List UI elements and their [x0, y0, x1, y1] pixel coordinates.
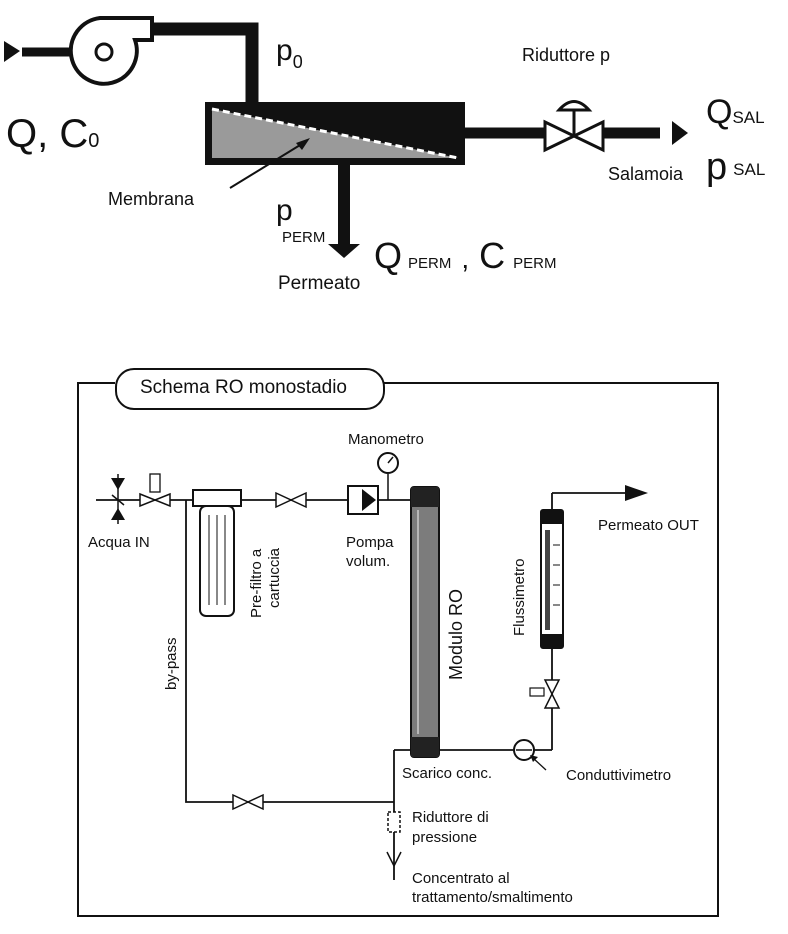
- permeato-out-label: Permeato OUT: [598, 517, 699, 534]
- acqua-in-label: Acqua IN: [88, 534, 150, 551]
- modulo-ro-text: Modulo RO: [446, 588, 466, 680]
- q-sal-q: Q: [706, 93, 733, 131]
- pressure-reducer-valve-icon: [543, 100, 605, 153]
- pump-icon: [68, 16, 154, 86]
- brine-arrow: [672, 121, 688, 145]
- feed-pipe: [150, 22, 259, 104]
- schema-title: Schema RO monostadio: [140, 377, 347, 398]
- frame: [77, 382, 719, 917]
- flowmeter-icon: [540, 509, 564, 649]
- p-perm-sub: PERM: [282, 229, 326, 246]
- pompa-label-2: volum.: [346, 553, 391, 570]
- conduttivimetro-label: Conduttivimetro: [566, 767, 672, 784]
- feed-q: Q,: [6, 112, 49, 156]
- bottom-schematic: [77, 368, 719, 917]
- p-perm-p: p: [276, 194, 293, 227]
- conductivity-meter-icon: [513, 739, 547, 771]
- permeato-label: Permeato: [278, 273, 361, 294]
- flussimetro-label: Flussimetro: [511, 558, 528, 636]
- riduttore-label: Riduttore p: [522, 45, 611, 65]
- prefiltro-label-1: Pre-filtro a: [248, 548, 265, 618]
- volumetric-pump-icon: [347, 485, 412, 515]
- pressure-reducer-icon: [386, 811, 402, 868]
- membrana-label: Membrana: [108, 189, 195, 209]
- bypass-valve-icon: [232, 793, 264, 811]
- p-sal-sub: SAL: [733, 160, 766, 179]
- p-sal-p: p: [706, 146, 728, 188]
- membrane-line: [211, 107, 459, 160]
- ro-module-icon: [410, 486, 440, 758]
- concentrato-label-1: Concentrato al: [412, 870, 510, 887]
- c-perm-sub: PERM: [513, 255, 557, 272]
- membrane-vessel: [205, 102, 465, 165]
- feed-c: C: [59, 112, 89, 156]
- q-perm-sub: PERM: [408, 255, 452, 272]
- p0-label: p0: [276, 34, 303, 72]
- prefiltro-label-2: cartuccia: [266, 547, 283, 608]
- riduttore-label-2: pressione: [412, 829, 478, 846]
- q-sal-sub: SAL: [732, 108, 765, 127]
- membrane-pointer-head: [296, 138, 310, 150]
- bypass-line: [185, 500, 394, 803]
- pompa-label-1: Pompa: [346, 534, 394, 551]
- top-schematic: [4, 16, 688, 258]
- p0-sub: 0: [292, 52, 303, 72]
- permeate-valve-icon: [529, 679, 561, 709]
- inlet-arrow: [4, 41, 20, 62]
- feed-c-sub: 0: [88, 130, 100, 152]
- q-perm-q: Q: [374, 235, 403, 276]
- scarico-label: Scarico conc.: [402, 765, 493, 782]
- title-box: [115, 368, 385, 410]
- concentrato-label-2: trattamento/smaltimento: [412, 889, 573, 906]
- manometer-icon: [377, 452, 399, 500]
- permeate-out-arrow: [625, 485, 648, 501]
- p0-p: p: [276, 34, 293, 67]
- membrane-pointer: [229, 141, 306, 189]
- p-sal-label: p SAL: [706, 146, 765, 188]
- manometro-label: Manometro: [348, 431, 424, 448]
- c-perm-c: C: [479, 235, 506, 276]
- feed-flow-label: Q, C0: [6, 114, 99, 154]
- prefilter-cartridge-icon: [192, 489, 242, 617]
- salamoia-label: Salamoia: [608, 164, 684, 184]
- inlet-valves-icon: [111, 473, 171, 524]
- feed-valve-icon: [275, 491, 307, 509]
- p-perm-label: p: [276, 196, 293, 226]
- bypass-label: by-pass: [163, 637, 180, 690]
- q-sal-label: QSAL: [706, 95, 765, 129]
- riduttore-label-1: Riduttore di: [412, 809, 489, 826]
- q-perm-comma: ,: [461, 243, 470, 274]
- permeate-arrow: [328, 244, 360, 258]
- q-perm-label: Q PERM , C PERM: [374, 238, 557, 274]
